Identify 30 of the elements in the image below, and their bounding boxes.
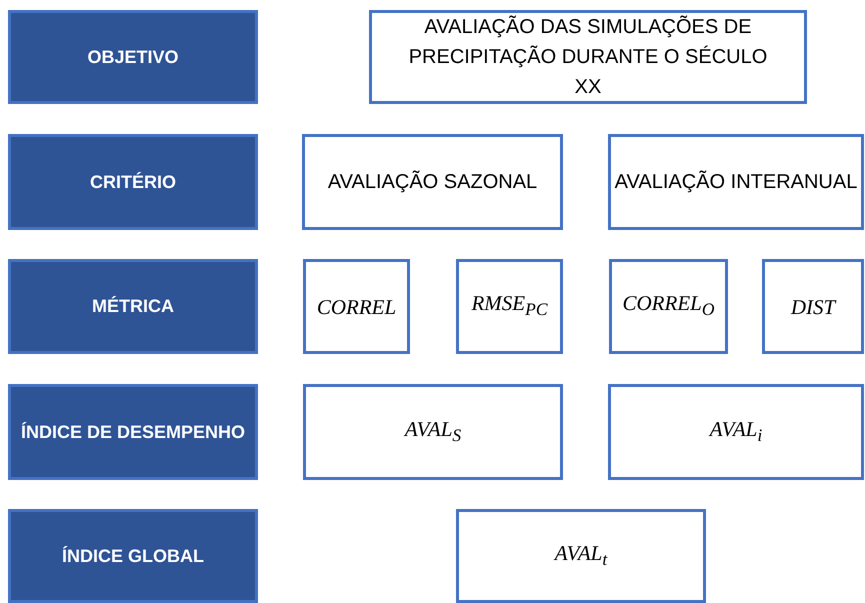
formula-label: AVAL$_{S}$ <box>404 416 462 448</box>
formula-label: AVAL$_{i}$ <box>710 416 762 448</box>
index-box <box>456 509 706 603</box>
criterion-box <box>608 134 864 230</box>
title-text <box>369 10 807 104</box>
row-heading <box>8 509 258 603</box>
box-label: OBJETIVO <box>87 46 179 68</box>
row-heading <box>8 10 258 104</box>
box-label: AVALIAÇÃO INTERANUAL <box>614 170 858 195</box>
row-heading <box>8 259 258 354</box>
formula-label: CORREL$_{O}$ <box>622 290 714 322</box>
box-label: AVALIAÇÃO DAS SIMULAÇÕES DE PRECIPITAÇÃO DURANTE O SÉCULO XX <box>408 14 768 100</box>
row-heading <box>8 134 258 230</box>
box-label: MÉTRICA <box>92 295 174 318</box>
box-label: AVALIAÇÃO SAZONAL <box>328 170 538 195</box>
formula-label: AVAL$_{t}$ <box>554 540 608 572</box>
metric-box <box>303 259 410 354</box>
formula-label: CORREL <box>316 294 396 320</box>
criterion-box <box>302 134 563 230</box>
formula-label: DIST <box>790 294 836 320</box>
metric-box <box>762 259 864 354</box>
row-heading <box>8 384 258 480</box>
metric-box <box>609 259 728 354</box>
index-box <box>608 384 864 480</box>
formula-label: RMSE$_{PC}$ <box>471 290 548 322</box>
metric-box <box>456 259 563 354</box>
box-label: CRITÉRIO <box>90 170 176 194</box>
box-label: ÍNDICE DE DESEMPENHO <box>20 420 246 444</box>
index-box <box>303 384 563 480</box>
box-label: ÍNDICE GLOBAL <box>62 544 204 568</box>
